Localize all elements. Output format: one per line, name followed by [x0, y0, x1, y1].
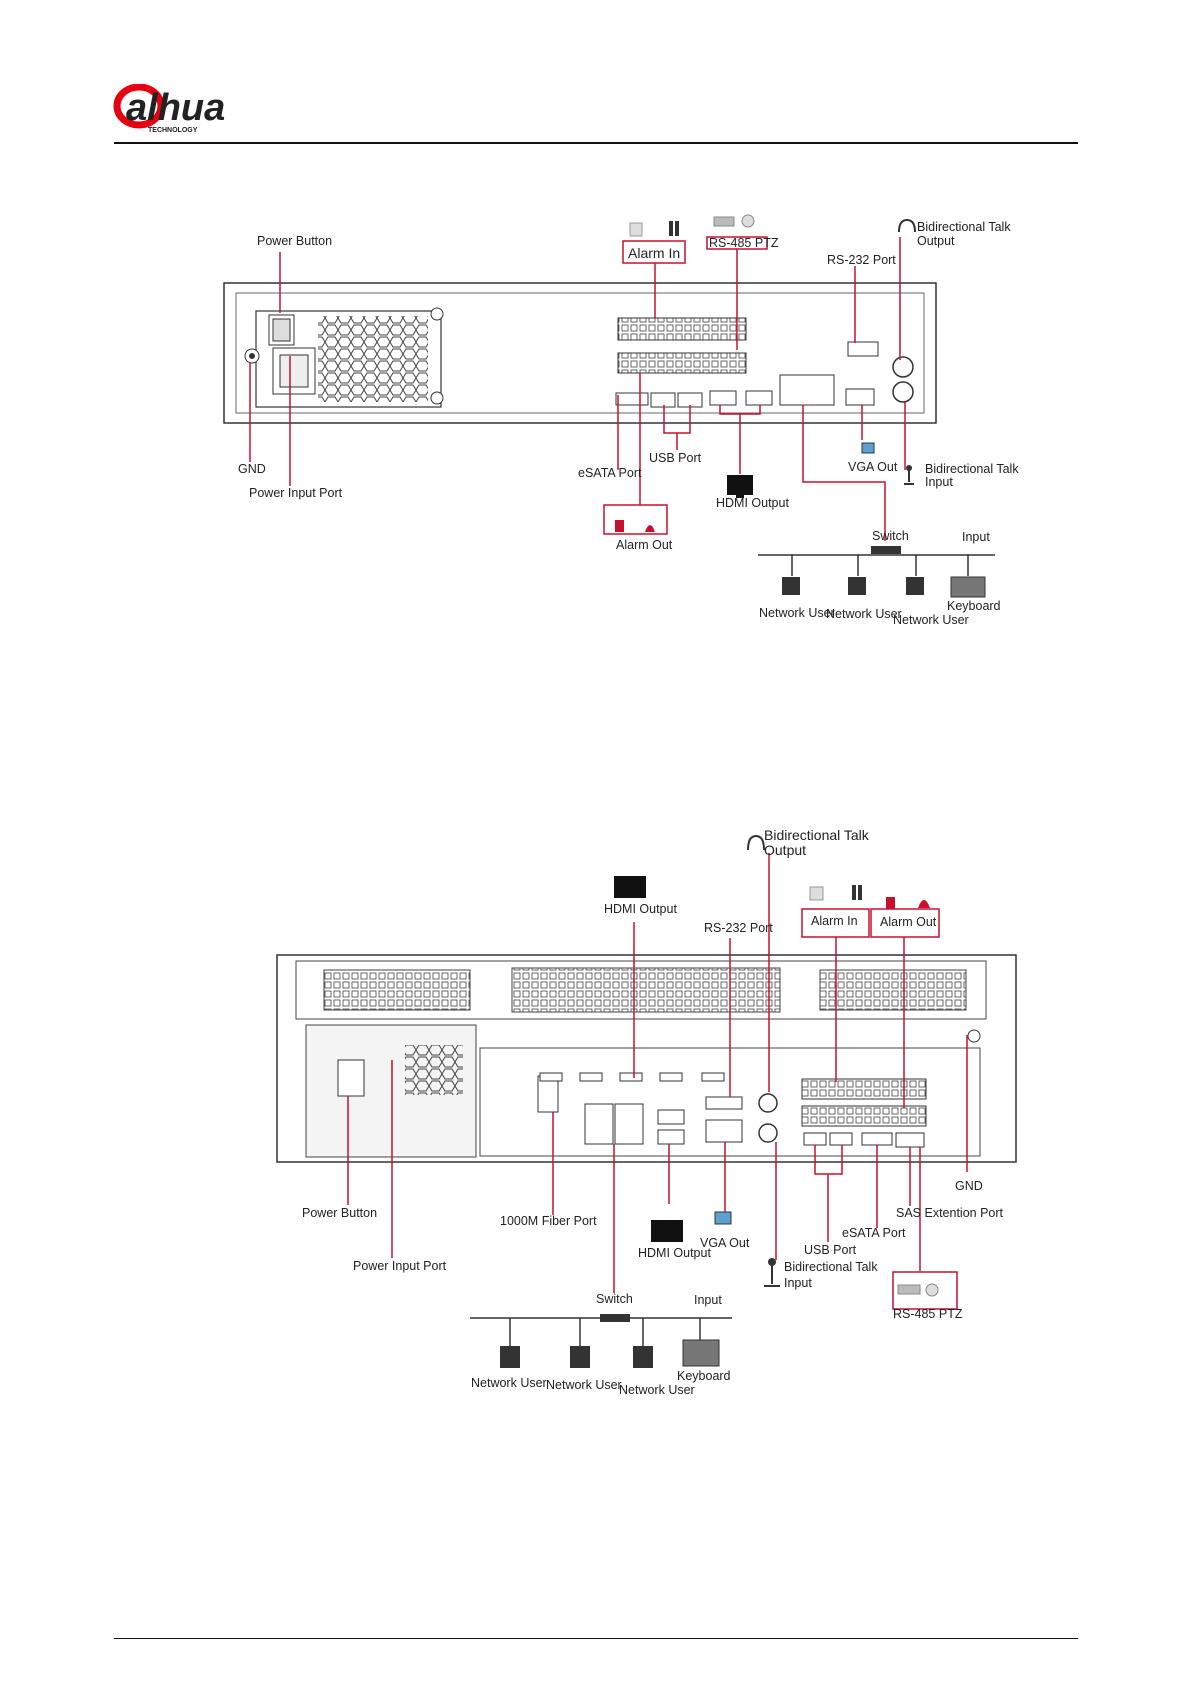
alarm-light-icon — [918, 900, 930, 908]
door-sensor-icon — [629, 222, 643, 237]
label-hdmi-output-bottom: HDMI Output — [638, 1246, 711, 1260]
label-network-user-2: Network User — [826, 607, 902, 621]
network-2 — [470, 1317, 732, 1346]
microphone-icon — [764, 1266, 780, 1287]
label-switch: Switch — [596, 1292, 633, 1306]
leaders-2 — [347, 853, 968, 1310]
label-vga-out: VGA Out — [848, 460, 898, 474]
label-network-user-2: Network User — [546, 1378, 622, 1392]
pc-icon — [906, 577, 924, 595]
alarm-input-icon — [852, 885, 856, 900]
pc-icon — [633, 1346, 653, 1368]
label-rs485-ptz: RS-485 PTZ — [893, 1307, 963, 1321]
label-power-input-port: Power Input Port — [353, 1259, 447, 1273]
label-input: Input — [962, 530, 990, 544]
hdmi-monitor-icon — [651, 1220, 683, 1242]
microphone-icon — [904, 470, 914, 485]
siren-icon — [886, 897, 895, 909]
label-hdmi-output: HDMI Output — [716, 496, 789, 510]
label-esata-port: eSATA Port — [842, 1226, 906, 1240]
label-gnd: GND — [238, 462, 266, 476]
label-bidirectional-talk-output-2: Output — [764, 842, 806, 858]
label-power-input-port: Power Input Port — [249, 486, 343, 500]
network-devices-1 — [782, 576, 986, 598]
device-chassis-2 — [276, 954, 1017, 1163]
label-bidirectional-talk-output-2: Output — [917, 234, 955, 248]
alarm-input-icon — [669, 221, 673, 236]
ptz-camera-icon — [897, 1284, 921, 1295]
label-network-user-3: Network User — [619, 1383, 695, 1397]
dome-camera-icon — [925, 1283, 939, 1297]
label-bidirectional-talk-input: Bidirectional Talk — [784, 1260, 878, 1274]
svg-text:alhua: alhua — [126, 87, 225, 129]
headset-icon — [747, 834, 765, 851]
switch-icon — [871, 546, 901, 554]
siren-icon — [615, 520, 624, 532]
label-esata-port: eSATA Port — [578, 466, 642, 480]
label-bidirectional-talk-input-2: Input — [925, 475, 953, 489]
label-sas-extension-port: SAS Extention Port — [896, 1206, 1004, 1220]
dome-camera-icon — [741, 214, 755, 228]
labels-2: Bidirectional Talk Output HDMI Output RS… — [302, 827, 1004, 1397]
svg-text:TECHNOLOGY: TECHNOLOGY — [148, 127, 198, 134]
dahua-logo: alhua TECHNOLOGY — [113, 84, 225, 134]
label-usb-port: USB Port — [649, 451, 702, 465]
label-hdmi-output-top: HDMI Output — [604, 902, 677, 916]
label-rs232-port: RS-232 Port — [827, 253, 896, 267]
label-network-user-1: Network User — [759, 606, 835, 620]
header-rule — [114, 142, 1078, 144]
label-usb-port: USB Port — [804, 1243, 857, 1257]
door-sensor-icon — [809, 886, 824, 901]
network-devices-2 — [500, 1339, 720, 1368]
label-bidirectional-talk-output: Bidirectional Talk — [764, 827, 870, 843]
label-gnd: GND — [955, 1179, 983, 1193]
label-power-button: Power Button — [302, 1206, 377, 1220]
pc-icon — [500, 1346, 520, 1368]
alarm-light-icon — [645, 525, 655, 532]
label-network-user-3: Network User — [893, 613, 969, 627]
label-switch: Switch — [872, 529, 909, 543]
label-bidirectional-talk-input: Bidirectional Talk — [925, 462, 1019, 476]
label-fiber-port: 1000M Fiber Port — [500, 1214, 597, 1228]
icons-1 — [615, 214, 916, 554]
pc-icon — [782, 577, 800, 595]
label-alarm-in: Alarm In — [628, 245, 680, 261]
label-vga-out: VGA Out — [700, 1236, 750, 1250]
label-rs232-port: RS-232 Port — [704, 921, 773, 935]
labels-1: Power Button GND Power Input Port Alarm … — [238, 220, 1019, 627]
footer-rule — [114, 1638, 1078, 1639]
label-input: Input — [694, 1293, 722, 1307]
hdmi-monitor-icon — [727, 475, 753, 495]
label-rs485-ptz: RS-485 PTZ — [709, 236, 779, 250]
monitor-icon — [861, 442, 875, 454]
label-keyboard: Keyboard — [947, 599, 1001, 613]
network-1 — [758, 554, 995, 576]
ptz-camera-icon — [713, 216, 735, 227]
label-bidirectional-talk-output: Bidirectional Talk — [917, 220, 1011, 234]
keyboard-icon — [950, 576, 986, 598]
headset-icon — [898, 218, 916, 233]
pc-icon — [570, 1346, 590, 1368]
label-power-button: Power Button — [257, 234, 332, 248]
label-alarm-out: Alarm Out — [880, 915, 937, 929]
label-alarm-out: Alarm Out — [616, 538, 673, 552]
label-alarm-in: Alarm In — [811, 914, 858, 928]
label-bidirectional-talk-input-2: Input — [784, 1276, 812, 1290]
label-network-user-1: Network User — [471, 1376, 547, 1390]
label-keyboard: Keyboard — [677, 1369, 731, 1383]
keyboard-icon — [682, 1339, 720, 1367]
monitor-icon — [714, 1211, 732, 1225]
device-chassis-1 — [223, 282, 937, 424]
pc-icon — [848, 577, 866, 595]
leaders-1 — [249, 236, 906, 541]
hdmi-monitor-icon — [614, 876, 646, 898]
